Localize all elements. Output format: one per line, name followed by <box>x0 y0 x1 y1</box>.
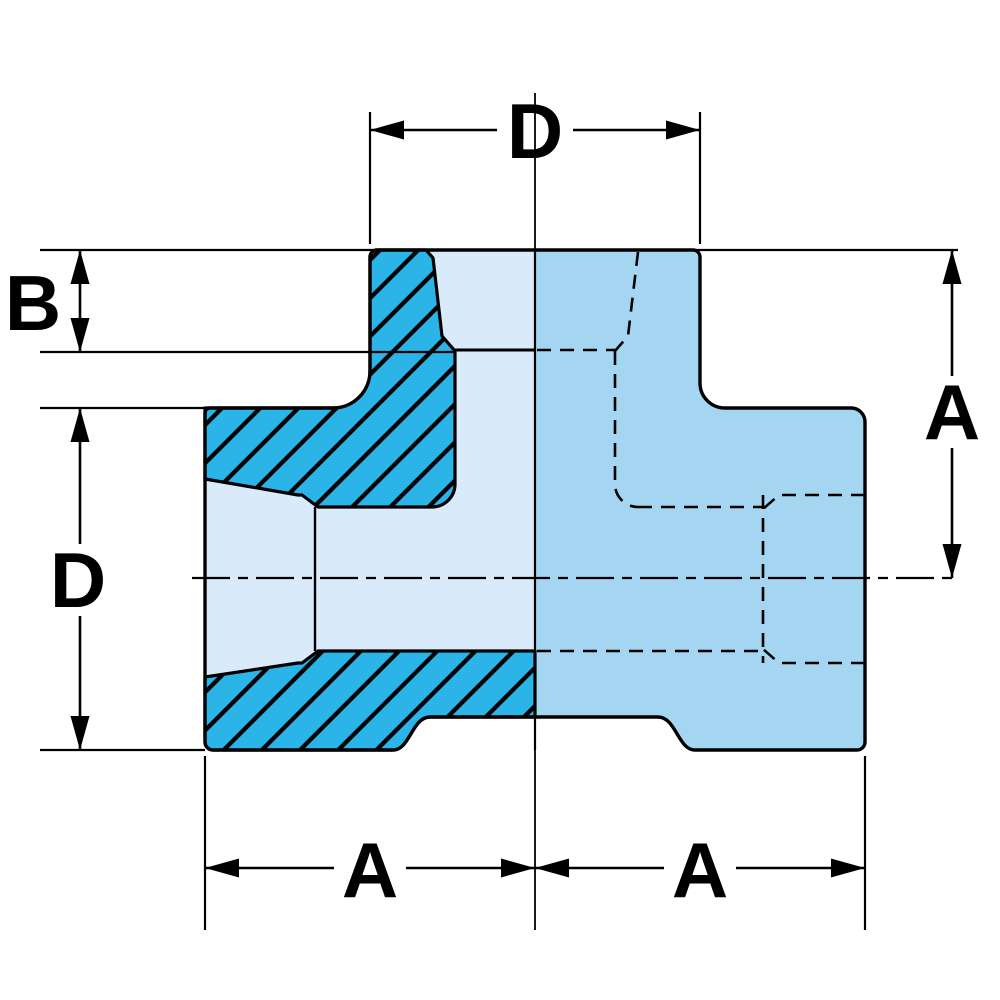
arrow-a-bottomleft-right <box>501 858 535 878</box>
arrow-a-bottomright-right <box>831 858 865 878</box>
dimension-labels: D B D A A A <box>5 87 980 914</box>
arrow-a-right-down <box>942 544 962 578</box>
arrow-a-bottomright-left <box>535 858 569 878</box>
hidden-branch-socket-wall <box>614 251 640 352</box>
arrow-d-left-down <box>70 716 90 750</box>
dim-label-center-to-top: A <box>924 368 980 456</box>
arrow-a-right-up <box>942 250 962 284</box>
arrow-b-down <box>70 318 90 352</box>
dimension-arrowheads <box>70 120 962 878</box>
hidden-right-socket-top <box>762 493 865 510</box>
arrow-d-top-left <box>370 120 404 140</box>
hidden-branch-bore-wall <box>613 351 639 509</box>
hidden-right-socket-bottom <box>762 648 865 665</box>
dim-label-center-to-left-end: A <box>342 826 398 914</box>
solid-geometry <box>203 248 867 752</box>
hidden-lines <box>537 251 865 665</box>
arrow-b-up <box>70 250 90 284</box>
dim-label-branch-width: D <box>507 87 563 175</box>
arrow-a-bottomleft-left <box>205 858 239 878</box>
tee-outline <box>203 248 867 752</box>
arrow-d-top-right <box>666 120 700 140</box>
dim-label-center-to-right-end: A <box>672 826 728 914</box>
arrow-d-left-up <box>70 408 90 442</box>
dim-label-run-end-height: D <box>50 536 106 624</box>
dim-label-branch-socket-depth: B <box>5 259 61 347</box>
